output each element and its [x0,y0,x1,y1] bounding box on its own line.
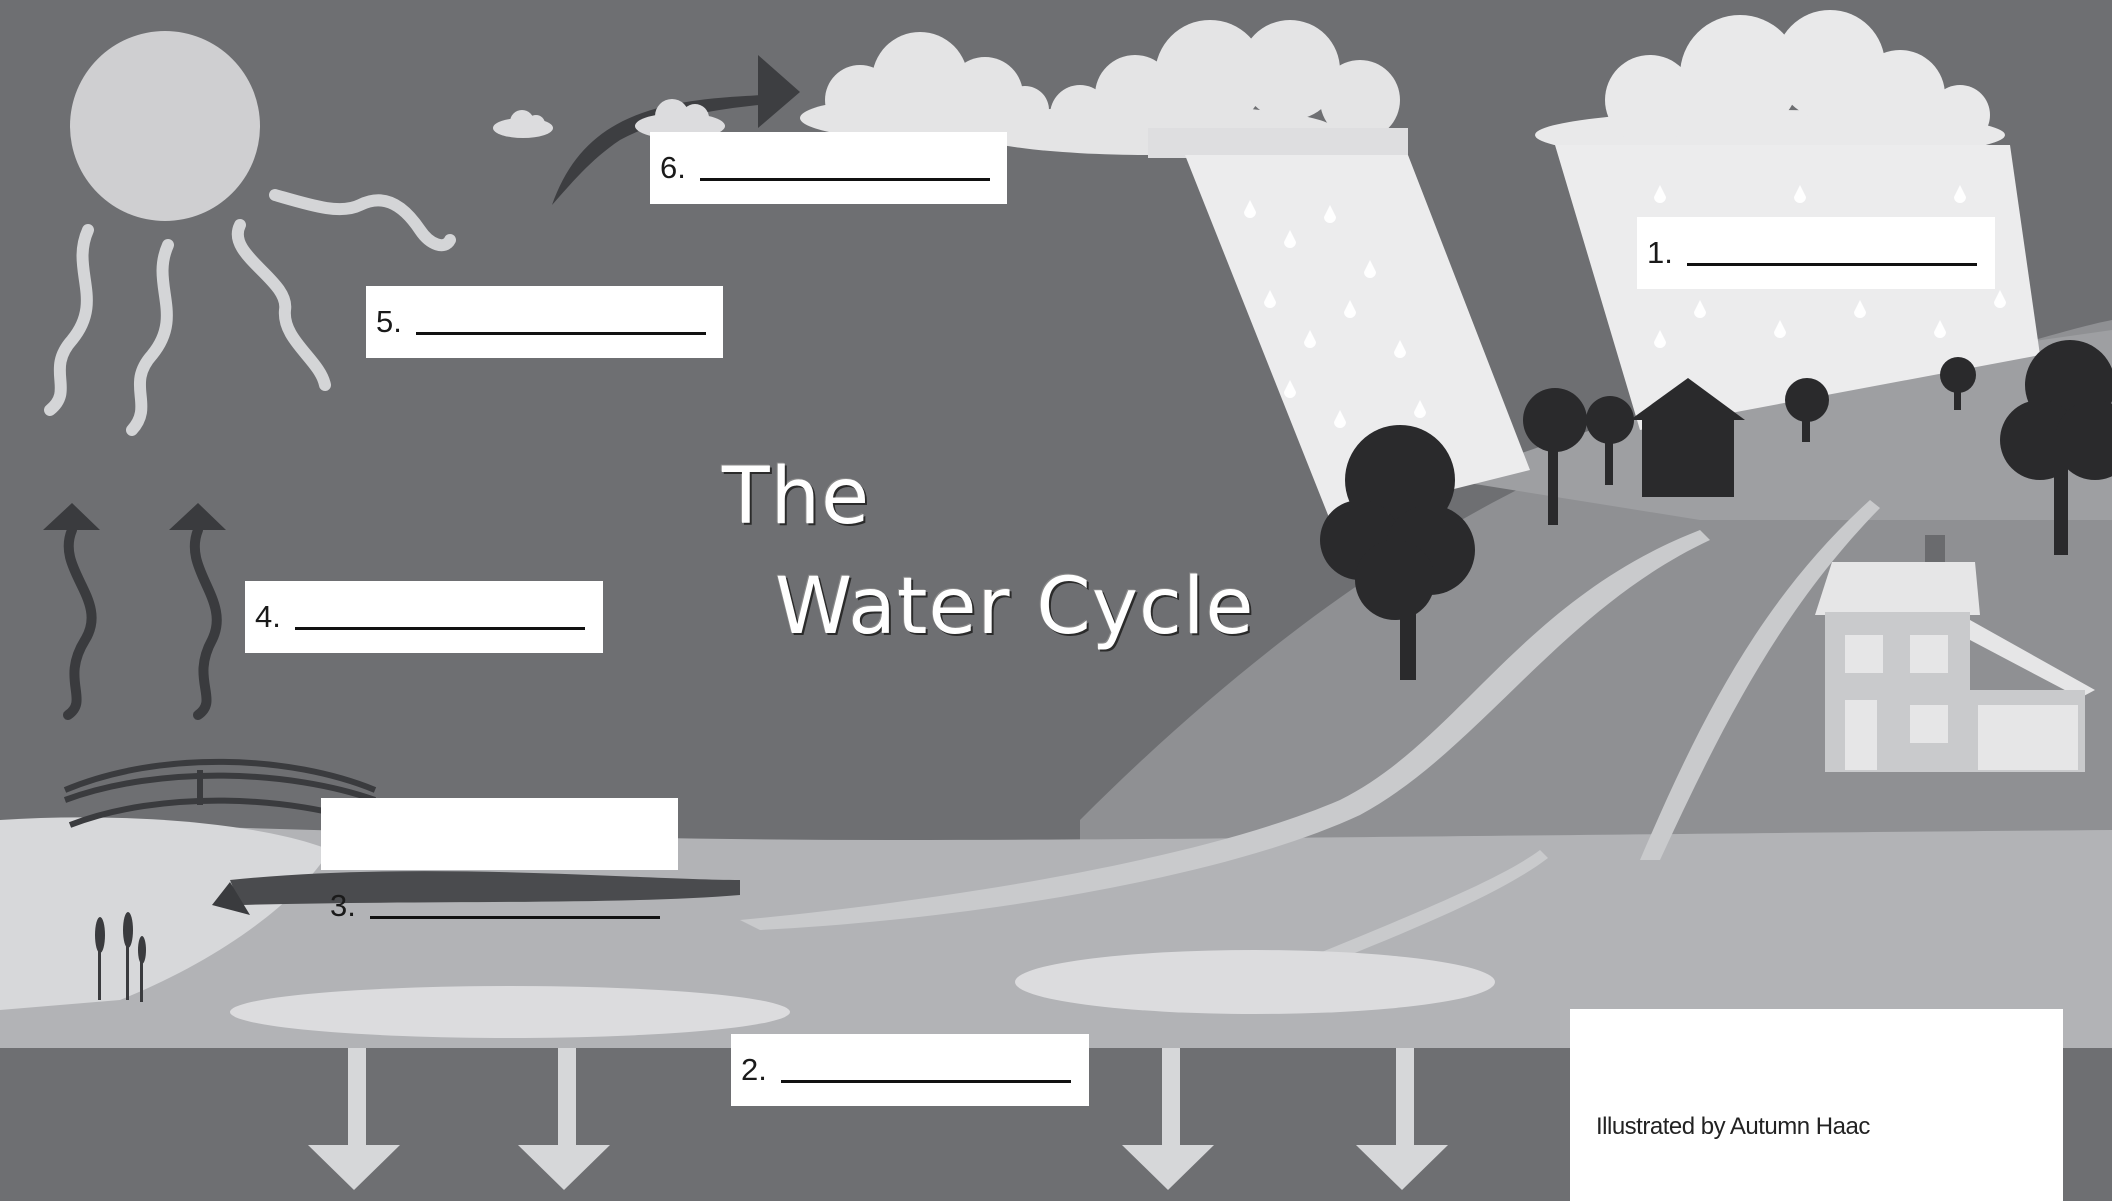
diagram-title-line1: The [722,452,870,542]
label-box-6: 6. [650,132,1007,204]
answer-blank-2[interactable] [781,1080,1071,1083]
label-box-5: 5. [366,286,723,358]
label-number-6: 6. [660,150,686,186]
sun-icon [70,31,260,221]
answer-blank-4[interactable] [295,627,585,630]
answer-blank-5[interactable] [416,332,706,335]
answer-blank-3[interactable] [370,916,660,919]
pond-left [230,986,790,1038]
label-number-1: 1. [1647,235,1673,271]
label-3: 3. [330,888,660,924]
pond-right [1015,950,1495,1014]
label-box-3 [321,798,678,870]
label-box-4: 4. [245,581,603,653]
rain-cloud-base [1148,128,1408,158]
label-box-2: 2. [731,1034,1089,1106]
credit-box: Illustrated by Autumn Haac [1570,1009,2063,1201]
diagram-title-line2: Water Cycle [775,562,1255,652]
label-number-2: 2. [741,1052,767,1088]
label-box-1: 1. [1637,217,1995,289]
label-number-3: 3. [330,888,356,924]
answer-blank-6[interactable] [700,178,990,181]
label-number-5: 5. [376,304,402,340]
illustrator-credit: Illustrated by Autumn Haac [1596,1113,1870,1141]
label-number-4: 4. [255,599,281,635]
answer-blank-1[interactable] [1687,263,1977,266]
